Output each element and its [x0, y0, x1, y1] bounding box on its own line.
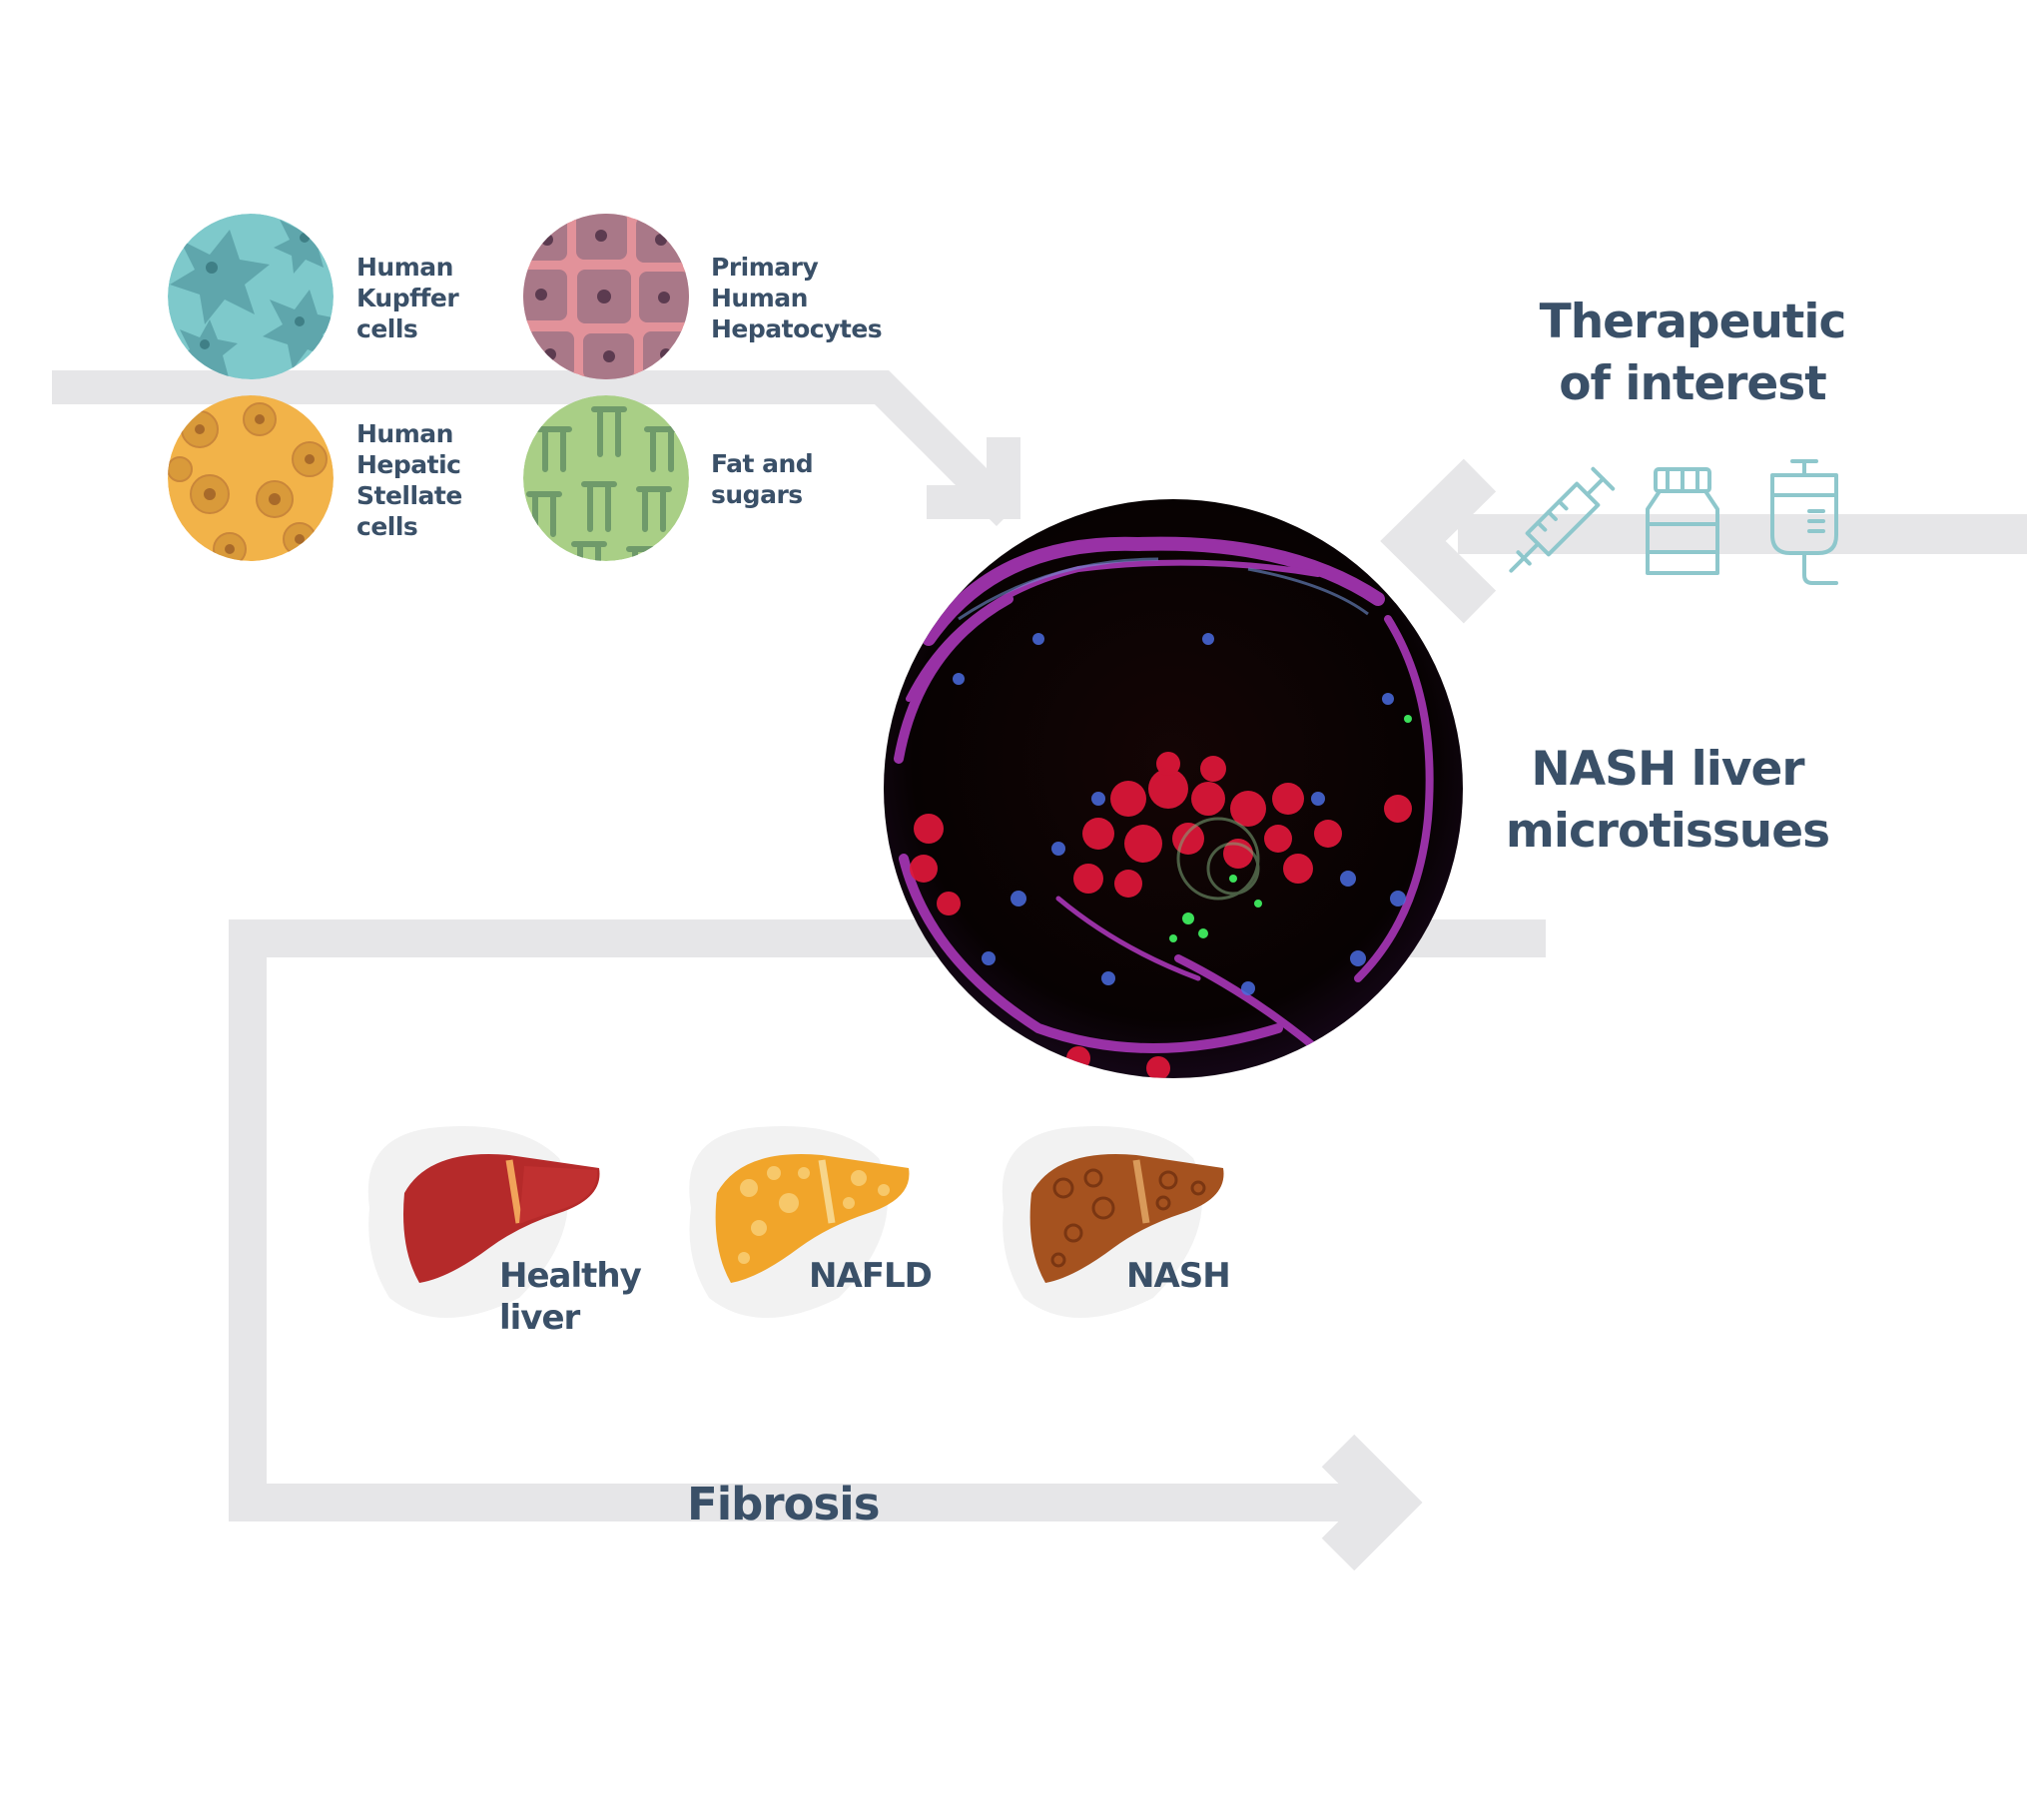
healthy-line-2: liver: [499, 1298, 580, 1338]
stellate-line-2: Hepatic: [356, 450, 461, 479]
therapeutic-line-1: Therapeutic: [1539, 295, 1847, 349]
nash-liver-icon: [1002, 1126, 1224, 1318]
stellate-line-4: cells: [356, 512, 418, 541]
fat-line-2: sugars: [711, 480, 803, 509]
hepatocytes-line-3: Hepatocytes: [711, 314, 883, 343]
input-arrow-head: [927, 437, 1020, 519]
kupffer-cells-label: Human Kupffer cells: [356, 252, 459, 344]
input-flow-arrow: [52, 370, 1021, 527]
medicine-bottle-icon: [1646, 467, 1719, 575]
fat-sugars-label: Fat and sugars: [711, 448, 814, 510]
microtissue-line-2: microtissues: [1505, 804, 1830, 859]
microtissue-line-1: NASH liver: [1531, 742, 1804, 797]
hepatocytes-line-2: Human: [711, 284, 808, 312]
therapeutic-flow-arrow: [1380, 458, 2027, 624]
stellate-cells-label: Human Hepatic Stellate cells: [356, 418, 462, 542]
healthy-liver-label: Healthy liver: [499, 1255, 642, 1339]
hepatocytes-line-1: Primary: [711, 253, 819, 282]
stellate-line-1: Human: [356, 419, 453, 448]
therapeutic-line-2: of interest: [1559, 356, 1827, 411]
kupffer-line-3: cells: [356, 314, 418, 343]
stellate-line-3: Stellate: [356, 481, 462, 510]
hepatocytes-label: Primary Human Hepatocytes: [711, 252, 883, 344]
microtissue-label: NASH liver microtissues: [1468, 739, 1867, 863]
healthy-line-1: Healthy: [499, 1256, 642, 1296]
healthy-liver-icon: [367, 1126, 600, 1318]
fibrosis-flow-arrow: [229, 919, 1546, 1571]
fat-sugars-icon: [523, 395, 689, 561]
iv-bag-icon: [1770, 459, 1838, 585]
fat-line-1: Fat and: [711, 449, 814, 478]
therapeutic-label: Therapeutic of interest: [1498, 292, 1887, 415]
nafld-label: NAFLD: [809, 1256, 933, 1296]
fibrosis-label: Fibrosis: [687, 1478, 880, 1530]
hepatocytes-icon: [523, 214, 689, 379]
nash-label: NASH: [1126, 1256, 1231, 1296]
nafld-liver-icon: [689, 1126, 910, 1318]
syringe-icon: [1509, 466, 1616, 573]
stellate-cells-icon: [168, 395, 334, 561]
nash-microtissue-image: [884, 499, 1463, 1078]
kupffer-cells-icon: [168, 214, 334, 379]
kupffer-line-2: Kupffer: [356, 284, 459, 312]
kupffer-line-1: Human: [356, 253, 453, 282]
